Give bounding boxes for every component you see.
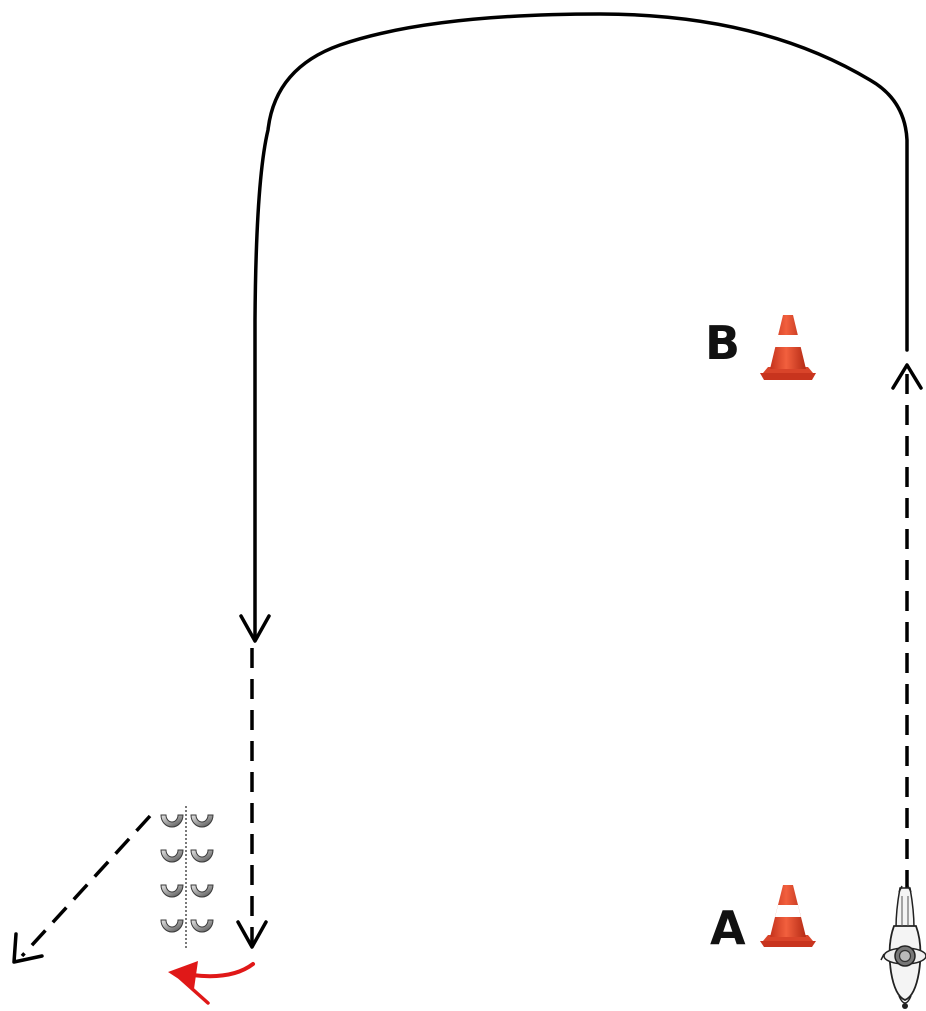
horseshoe-icon xyxy=(190,849,214,863)
horse-rider-top-view-icon xyxy=(880,885,926,1009)
arrowhead-exit xyxy=(12,932,44,964)
horseshoe-icon xyxy=(160,919,184,933)
horseshoe-icon xyxy=(190,884,214,898)
horseshoe-grid xyxy=(160,806,214,948)
arrowhead-down-top xyxy=(239,614,271,643)
arrowhead-down-bottom xyxy=(236,920,268,949)
solid-path xyxy=(253,12,909,642)
curved-turn-arrow-icon xyxy=(168,961,255,1005)
traffic-cone-icon xyxy=(760,315,816,380)
traffic-cone-icon xyxy=(760,885,816,947)
cone-b-label: B xyxy=(705,316,740,370)
arrowhead-up xyxy=(891,363,923,390)
horseshoe-icon xyxy=(190,919,214,933)
horseshoe-icon xyxy=(160,849,184,863)
horseshoe-icon xyxy=(190,814,214,828)
horseshoe-icon xyxy=(160,884,184,898)
cone-a-label: A xyxy=(710,901,746,955)
horseshoe-icon xyxy=(160,814,184,828)
dashed-path-exit xyxy=(20,814,152,958)
